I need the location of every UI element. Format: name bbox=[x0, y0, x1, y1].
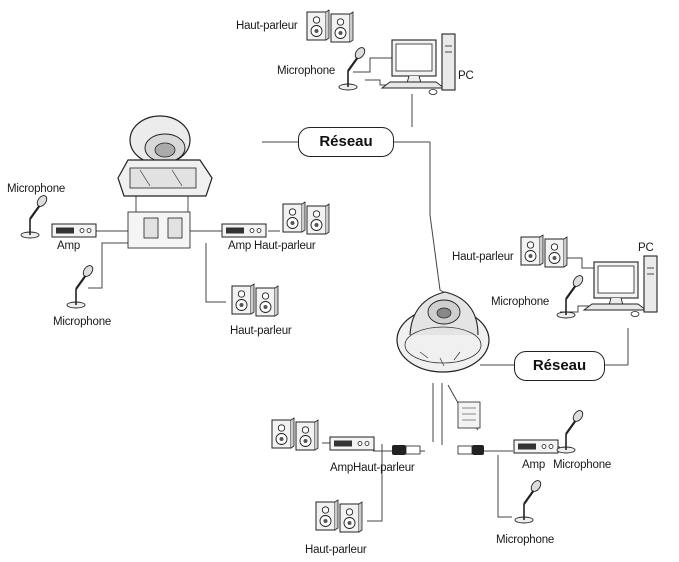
left-microphone-icon bbox=[19, 192, 50, 240]
bottom-right-amp-icon bbox=[513, 439, 559, 454]
bottom-right-microphone-icon bbox=[555, 407, 586, 455]
bottom-amp-speaker-label: AmpHaut-parleur bbox=[330, 462, 415, 474]
left-amp-label: Amp bbox=[57, 240, 81, 252]
dome-camera-icon bbox=[396, 291, 490, 373]
left-amp2-icon bbox=[221, 223, 267, 238]
top-microphone-icon bbox=[337, 44, 368, 92]
bottom-microphone-right-label: Microphone bbox=[553, 459, 612, 471]
left-bottom-microphone-icon bbox=[65, 262, 96, 310]
left-bottom-microphone-label: Microphone bbox=[53, 316, 112, 328]
right-speaker-label: Haut-parleur bbox=[452, 251, 514, 263]
right-microphone-icon bbox=[555, 272, 586, 320]
bottom-microphone-icon bbox=[513, 477, 544, 525]
left-camera-icon bbox=[117, 115, 213, 249]
bottom-amp-icon bbox=[329, 436, 375, 451]
left-speakers bbox=[282, 201, 330, 235]
left-microphone-label: Microphone bbox=[7, 183, 66, 195]
cable-connectors bbox=[392, 401, 484, 455]
bottom-left-speakers bbox=[271, 417, 319, 451]
right-speakers bbox=[520, 234, 568, 268]
left-amp-speaker-label: Amp Haut-parleur bbox=[228, 240, 316, 252]
top-speakers bbox=[306, 9, 354, 43]
top-microphone-label: Microphone bbox=[277, 65, 336, 77]
network-box-right: Réseau bbox=[514, 351, 605, 381]
right-pc-icon bbox=[583, 255, 658, 318]
network-box-top: Réseau bbox=[298, 127, 394, 157]
left-amp-icon bbox=[51, 223, 97, 238]
top-pc-label: PC bbox=[458, 70, 474, 82]
bottom-microphone-label: Microphone bbox=[496, 534, 555, 546]
bottom-speaker-label: Haut-parleur bbox=[305, 544, 367, 556]
top-speaker-label: Haut-parleur bbox=[236, 20, 298, 32]
right-microphone-label: Microphone bbox=[491, 296, 550, 308]
left-bottom-speaker-label: Haut-parleur bbox=[230, 325, 292, 337]
bottom-amp-label: Amp bbox=[522, 459, 546, 471]
left-bottom-speakers bbox=[231, 283, 279, 317]
top-pc-icon bbox=[381, 33, 456, 96]
bottom-speakers bbox=[315, 499, 363, 533]
right-pc-label: PC bbox=[638, 242, 654, 254]
